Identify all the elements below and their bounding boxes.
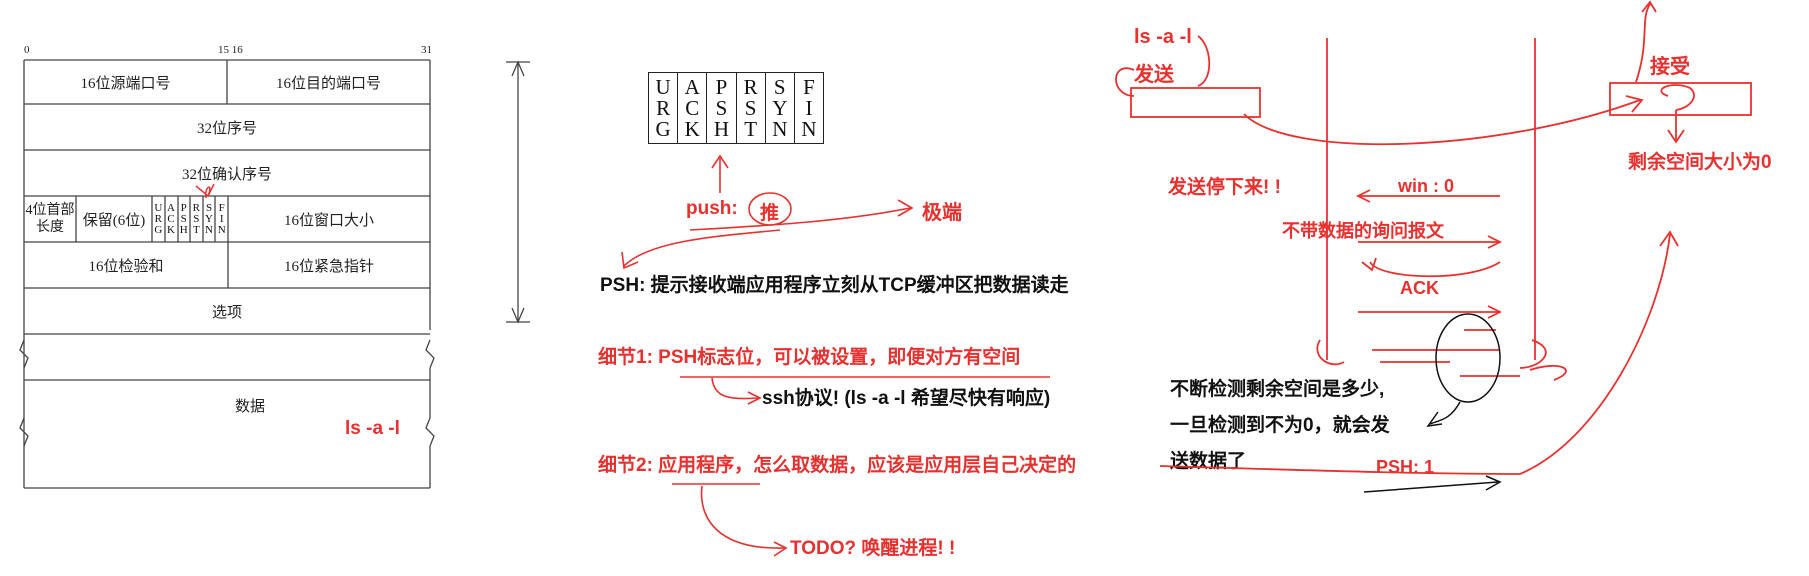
flag-letter: H [713, 116, 730, 141]
flag-letter: T [192, 223, 200, 236]
detect-note-line-2: 一旦检测到不为0，就会发 [1170, 415, 1390, 436]
extreme-label: 极端 [922, 202, 962, 224]
flag-letter: I [219, 212, 224, 225]
detect-note-line-1: 不断检测剩余空间是多少, [1170, 379, 1385, 400]
flag-letter: N [205, 223, 213, 236]
flag-letter: N [217, 223, 226, 236]
flag-letter: R [192, 201, 201, 214]
send-label: 发送 [1134, 64, 1174, 86]
ack-seq-field: 32位确认序号 [181, 166, 272, 183]
data-field: 数据 [234, 398, 265, 415]
bit-label-0: 0 [24, 44, 30, 56]
header-length-field: 4位首部 长度 [25, 203, 75, 235]
flag-letter: S [773, 74, 786, 99]
flag-letter: S [193, 212, 200, 225]
bit-label-31: 31 [421, 44, 432, 56]
push-meaning: 推 [760, 203, 780, 224]
options-field: 选项 [211, 304, 242, 321]
flag-letter: N [772, 116, 788, 141]
header-grid-lines [19, 59, 530, 489]
flag-letter: R [154, 212, 162, 225]
detail-1-example: ssh协议! (ls -a -l 希望尽快有响应) [762, 388, 1051, 409]
flag-letter: S [744, 95, 757, 120]
data-command-note: ls -a -l [345, 418, 400, 439]
checksum-field: 16位检验和 [88, 258, 164, 275]
flag-letter: G [154, 223, 163, 236]
todo-note: TODO? 唤醒进程! ! [790, 538, 956, 559]
flow-black-strokes [1363, 313, 1502, 493]
flag-letter: T [744, 116, 758, 141]
flag-letter: F [803, 74, 815, 99]
flag-letter: R [656, 95, 671, 120]
sender-command: ls -a -l [1134, 26, 1192, 48]
flag-letter: U [655, 74, 671, 99]
urgent-pointer-field: 16位紧急指针 [283, 258, 374, 275]
flag-letter: C [167, 212, 175, 225]
receive-label: 接受 [1650, 56, 1690, 78]
send-stop-note: 发送停下来! ! [1168, 177, 1281, 198]
flag-letter: S [205, 201, 213, 214]
flag-letter: C [685, 95, 700, 120]
push-label: push: [686, 198, 738, 219]
flag-letter: S [715, 95, 728, 120]
reserved-field: 保留(6位) [82, 212, 146, 229]
flag-letter: U [154, 201, 163, 214]
space-zero-note: 剩余空间大小为0 [1628, 152, 1772, 173]
psh-definition: PSH: 提示接收端应用程序立刻从TCP缓冲区把数据读走 [600, 275, 1069, 296]
flag-letter: K [684, 116, 700, 141]
flag-letter: S [180, 212, 187, 225]
detail-2: 细节2: 应用程序，怎么取数据，应该是应用层自己决定的 [598, 455, 1077, 476]
flag-letter: P [180, 201, 187, 214]
dst-port-field: 16位目的端口号 [275, 75, 381, 92]
detail-1: 细节1: PSH标志位，可以被设置，即便对方有空间 [598, 347, 1021, 368]
window-zero-label: win : 0 [1398, 176, 1455, 196]
middle-red-strokes [621, 154, 1050, 557]
src-port-field: 16位源端口号 [80, 75, 171, 92]
flow-red-strokes [1115, 0, 1752, 475]
seq-field: 32位序号 [196, 120, 257, 137]
ack-label: ACK [1400, 278, 1439, 298]
bit-label-15-16: 15 16 [218, 44, 243, 56]
flag-letter: H [179, 223, 188, 236]
window-field: 16位窗口大小 [283, 212, 374, 229]
flag-letter: I [805, 95, 813, 120]
flag-letter: A [684, 74, 700, 99]
flag-letter: P [715, 74, 728, 99]
flag-letter: G [655, 116, 671, 141]
probe-segment-label: 不带数据的询问报文 [1282, 221, 1444, 241]
flag-letter: A [167, 201, 175, 214]
flag-letter: Y [772, 95, 788, 120]
flag-letter: F [218, 201, 225, 214]
flag-letter: Y [205, 212, 213, 225]
flag-letter: R [743, 74, 758, 99]
flag-letter: K [167, 223, 175, 236]
flag-letter: N [801, 116, 817, 141]
